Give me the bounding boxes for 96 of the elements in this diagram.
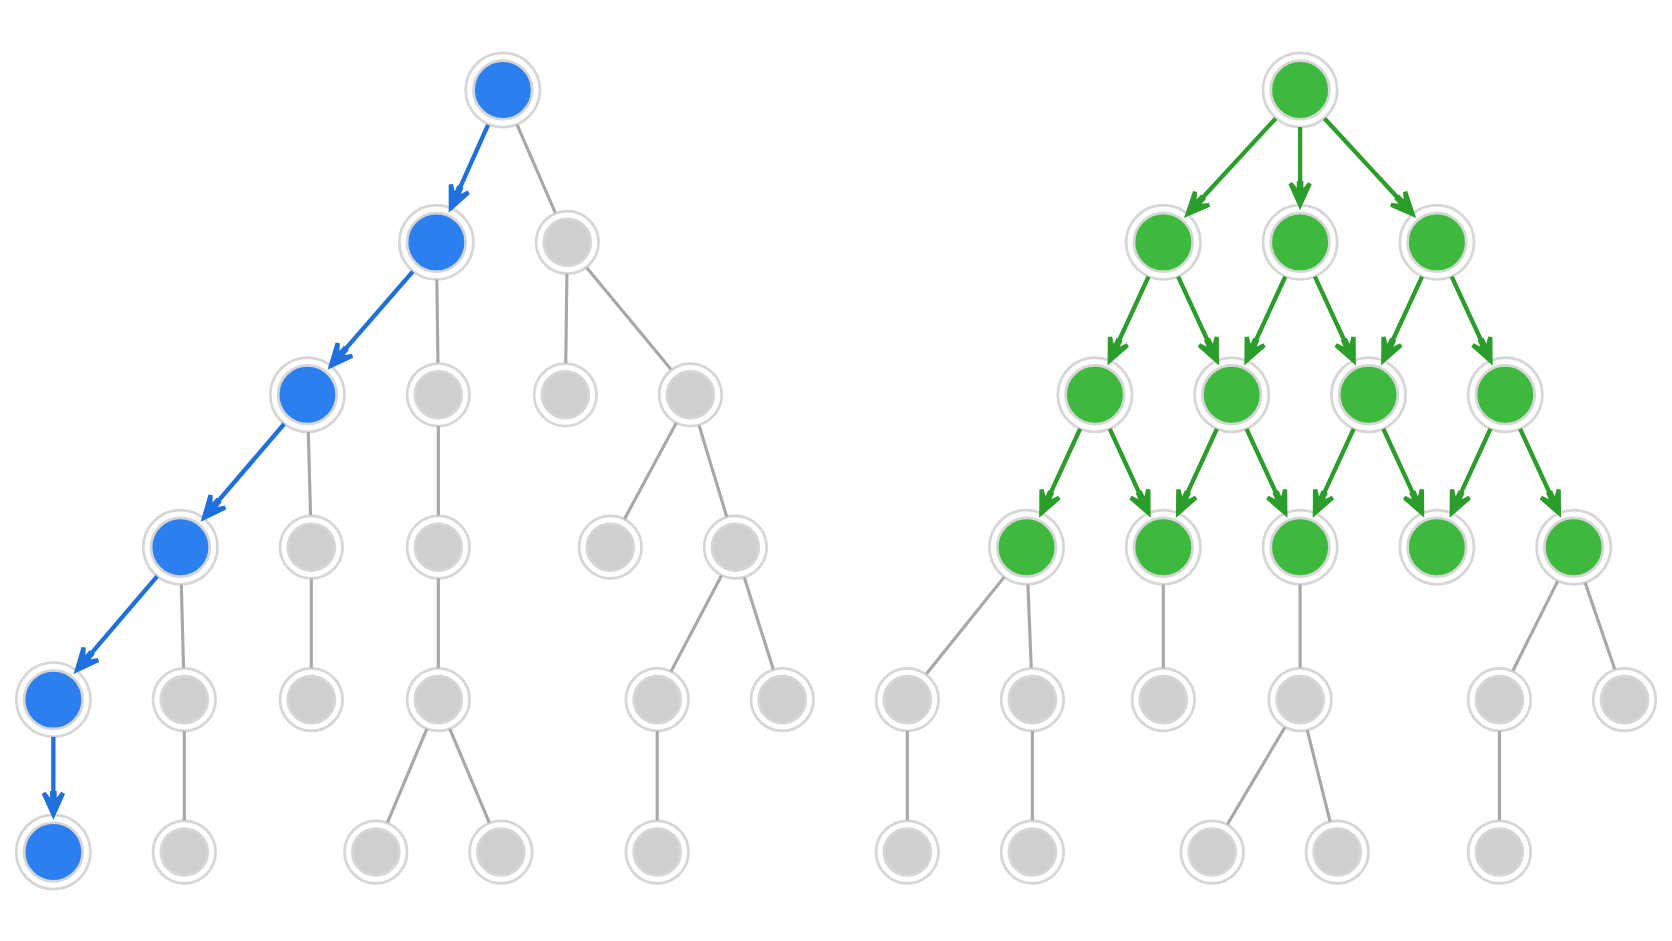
connector — [1030, 730, 1034, 820]
node-circle — [14, 813, 92, 891]
node-circle — [874, 818, 940, 885]
arrow — [1244, 275, 1288, 363]
node-circle — [1124, 508, 1202, 586]
node-circle — [1179, 818, 1245, 885]
node-circle — [1056, 355, 1134, 433]
node-circle — [268, 355, 346, 433]
node-circle — [624, 666, 690, 732]
node-circle — [1398, 203, 1476, 281]
connector — [623, 422, 678, 520]
node-circle — [405, 361, 471, 427]
connector — [697, 424, 729, 517]
node-circle — [1193, 355, 1271, 433]
connector — [1298, 583, 1302, 668]
node-circle — [988, 508, 1066, 586]
connector — [1583, 581, 1617, 670]
node-circle — [1398, 508, 1476, 586]
connector — [179, 583, 186, 668]
connector — [925, 575, 1006, 675]
connector — [1305, 729, 1332, 822]
connector — [585, 266, 673, 370]
connector — [309, 578, 313, 668]
arrow — [1176, 427, 1219, 515]
node-circle — [151, 818, 217, 885]
node-circle — [1591, 666, 1658, 732]
node-circle — [1466, 818, 1533, 885]
node-circle — [874, 666, 940, 732]
connector — [1225, 726, 1287, 825]
node-circle — [1466, 666, 1533, 732]
arrow — [1313, 275, 1356, 363]
node-circle — [405, 514, 471, 580]
arrow — [74, 574, 159, 672]
arrow — [1039, 427, 1083, 515]
arrow — [1312, 427, 1356, 515]
node-circle — [1267, 666, 1333, 732]
node-circle — [657, 361, 724, 427]
arrow — [1107, 427, 1151, 515]
node-circle — [999, 666, 1066, 732]
node-circle — [534, 209, 600, 275]
connector — [905, 730, 909, 820]
node-circle — [464, 50, 542, 128]
arrow — [1176, 275, 1220, 363]
connector — [1511, 580, 1559, 671]
node-circle — [1466, 355, 1544, 433]
node-circle — [1535, 508, 1613, 586]
arrow — [1244, 427, 1288, 515]
arrow — [41, 736, 66, 817]
node-circle — [1261, 203, 1339, 281]
connector — [1026, 583, 1033, 668]
connector — [1161, 583, 1165, 668]
arrow — [1107, 275, 1151, 363]
node-circle — [405, 666, 471, 732]
node-circle — [343, 818, 409, 885]
node-circle — [624, 818, 690, 885]
node-circle — [1130, 666, 1196, 732]
arrow — [1185, 116, 1278, 216]
connector — [436, 578, 440, 668]
arrow — [1322, 116, 1415, 216]
arrow — [1449, 427, 1493, 515]
node-circle — [702, 514, 768, 580]
connector — [435, 279, 440, 363]
arrow — [1381, 427, 1425, 515]
arrow — [201, 422, 286, 520]
node-circle — [397, 203, 475, 281]
connector — [1497, 730, 1501, 820]
connector — [306, 431, 313, 515]
node-circle — [577, 514, 643, 580]
node-circle — [151, 666, 217, 732]
connector — [669, 574, 723, 672]
node-circle — [278, 514, 344, 580]
connector — [182, 730, 186, 820]
node-circle — [468, 818, 534, 885]
arrow — [1381, 275, 1424, 363]
node-circle — [749, 666, 815, 732]
arrow — [328, 269, 415, 368]
arrow — [1449, 275, 1493, 363]
node-circle — [278, 666, 344, 732]
node-circle — [1261, 50, 1339, 128]
node-circle — [1304, 818, 1370, 885]
arrow — [1518, 427, 1561, 515]
node-circle — [14, 660, 92, 738]
connector — [515, 123, 557, 213]
connector — [742, 576, 775, 670]
connector — [448, 727, 491, 823]
node-circle — [1261, 508, 1339, 586]
node-circle — [1330, 355, 1407, 433]
connector — [385, 727, 429, 823]
connector — [564, 273, 569, 363]
arrow — [448, 123, 491, 210]
node-circle — [1124, 203, 1202, 281]
connector — [655, 730, 659, 820]
node-circle — [999, 818, 1066, 885]
node-circle — [532, 361, 598, 427]
connector — [436, 425, 440, 515]
node-circle — [141, 508, 219, 586]
